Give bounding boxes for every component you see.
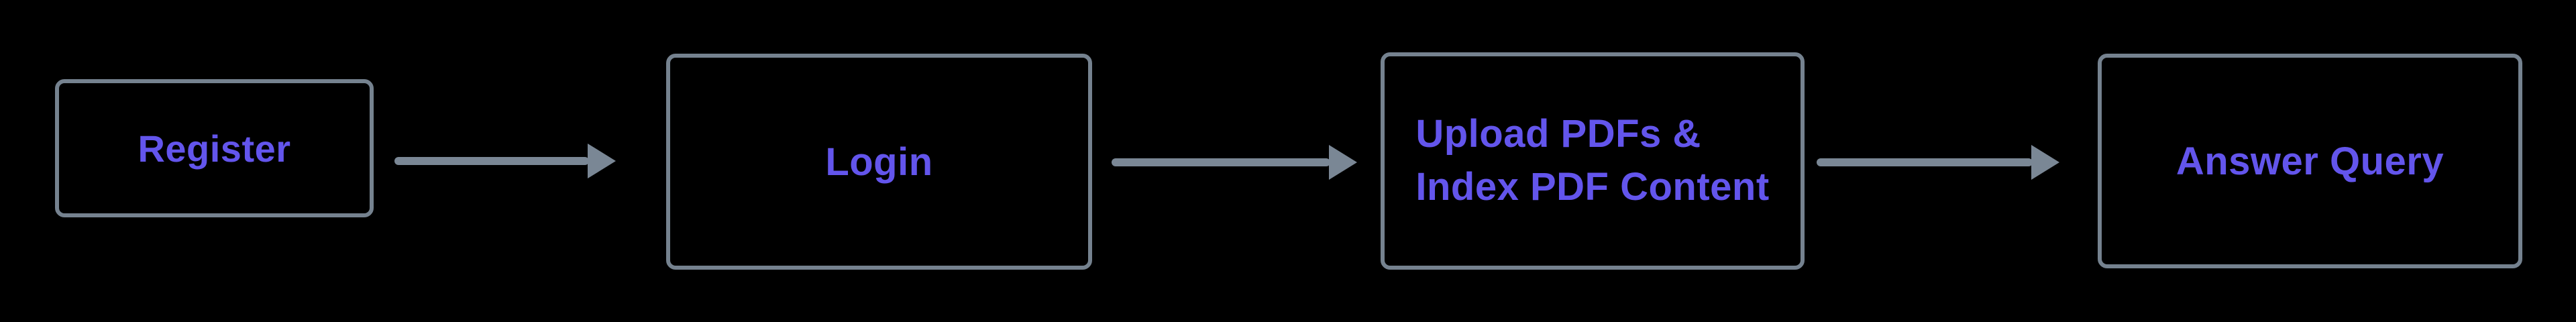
flow-arrow-login-to-upload bbox=[1112, 145, 1357, 180]
flow-arrow-register-to-login bbox=[394, 144, 616, 178]
arrow-head-icon bbox=[1329, 145, 1357, 180]
node-upload-index-label-line-1: Upload PDFs & bbox=[1415, 112, 1701, 156]
node-login: Login bbox=[666, 54, 1092, 270]
node-answer-query-label: Answer Query bbox=[2176, 139, 2445, 183]
arrow-head-icon bbox=[588, 144, 616, 178]
node-register: Register bbox=[55, 79, 374, 217]
node-login-label: Login bbox=[825, 140, 933, 184]
arrow-shaft bbox=[1112, 158, 1330, 166]
node-answer-query: Answer Query bbox=[2098, 54, 2522, 268]
arrow-shaft bbox=[1817, 158, 2033, 166]
arrow-head-icon bbox=[2031, 145, 2059, 180]
node-upload-index: Upload PDFs & Index PDF Content bbox=[1381, 52, 1805, 270]
arrow-shaft bbox=[394, 157, 589, 165]
node-upload-index-label: Upload PDFs & Index PDF Content bbox=[1415, 108, 1769, 214]
node-upload-index-label-line-2: Index PDF Content bbox=[1415, 165, 1770, 209]
flow-arrow-upload-to-answer bbox=[1817, 145, 2059, 180]
node-register-label: Register bbox=[138, 127, 291, 170]
